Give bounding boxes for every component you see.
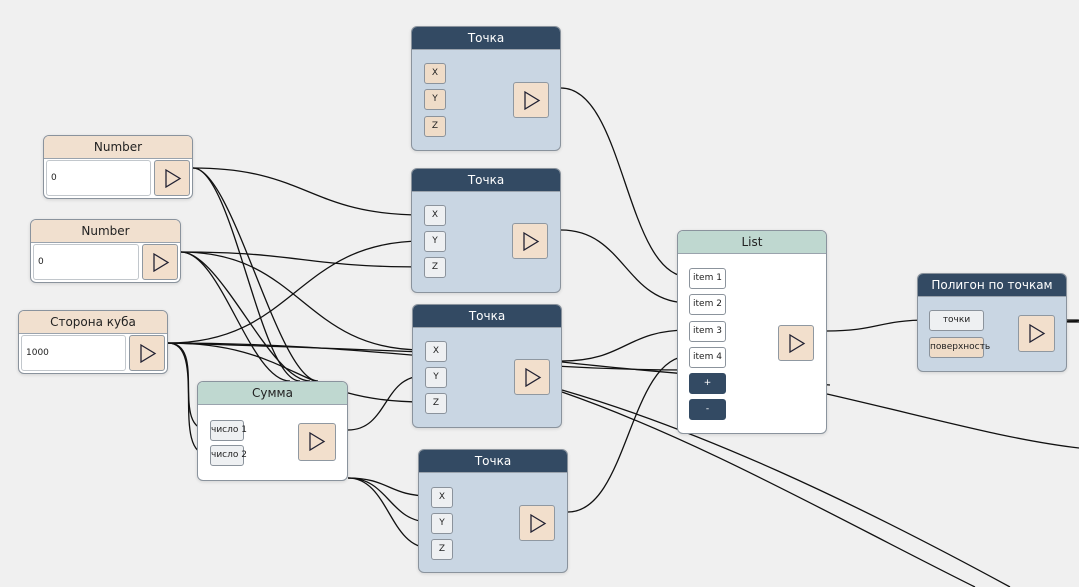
- node-title: Точка: [413, 305, 561, 328]
- list-item-3[interactable]: item 3: [689, 321, 726, 342]
- play-icon: [309, 432, 326, 451]
- point-input-y[interactable]: Y: [424, 89, 446, 110]
- point-input-y[interactable]: Y: [431, 513, 453, 534]
- point-node-1[interactable]: Точка X Y Z: [411, 26, 561, 151]
- wire-list-out-right: [826, 393, 1079, 449]
- wire-point2-to-list-item2: [560, 229, 690, 304]
- wire-number1-to-point2-x: [192, 167, 424, 216]
- node-title: Number: [31, 220, 180, 243]
- point-input-x[interactable]: X: [425, 341, 447, 362]
- list-node[interactable]: List item 1 item 2 item 3 item 4 + -: [677, 230, 827, 434]
- point-input-x[interactable]: X: [424, 205, 446, 226]
- run-button[interactable]: [513, 82, 549, 118]
- wire-list-to-polygon-points: [826, 319, 930, 332]
- point-input-z[interactable]: Z: [431, 539, 453, 560]
- point-input-z[interactable]: Z: [424, 116, 446, 137]
- point-node-2[interactable]: Точка X Y Z: [411, 168, 561, 293]
- run-button[interactable]: [512, 223, 548, 259]
- play-icon: [165, 169, 182, 188]
- run-button[interactable]: [519, 505, 555, 541]
- node-title: Точка: [419, 450, 567, 473]
- wire-number1-to-sum: [192, 167, 301, 382]
- wire-number1-to-sum-2: [192, 167, 319, 382]
- remove-item-button[interactable]: -: [689, 399, 726, 420]
- run-button[interactable]: [1018, 315, 1055, 352]
- list-item-2[interactable]: item 2: [689, 294, 726, 315]
- sum-node[interactable]: Сумма число 1 число 2: [197, 381, 348, 481]
- node-title: Сумма: [198, 382, 347, 405]
- node-title: Number: [44, 136, 192, 159]
- number-node-2[interactable]: Number 0: [30, 219, 181, 283]
- node-title: Сторона куба: [19, 311, 167, 334]
- run-button[interactable]: [298, 423, 336, 461]
- run-button[interactable]: [154, 160, 190, 196]
- wire-point1-to-list-item1: [560, 87, 690, 278]
- number-node-1[interactable]: Number 0: [43, 135, 193, 199]
- wire-number2-to-sum-2: [180, 251, 311, 382]
- wire-point3-to-list-item3: [561, 329, 690, 362]
- point-input-y[interactable]: Y: [424, 231, 446, 252]
- node-title: Точка: [412, 169, 560, 192]
- list-item-4[interactable]: item 4: [689, 347, 726, 368]
- point-input-y[interactable]: Y: [425, 367, 447, 388]
- wire-cube-to-point2-y: [167, 240, 424, 344]
- run-button[interactable]: [514, 359, 550, 395]
- polygon-node[interactable]: Полигон по точкам точки поверхность: [917, 273, 1067, 372]
- play-icon: [1029, 324, 1046, 343]
- node-title: Точка: [412, 27, 560, 50]
- point-input-z[interactable]: Z: [424, 257, 446, 278]
- add-item-button[interactable]: +: [689, 373, 726, 394]
- point-node-3[interactable]: Точка X Y Z: [412, 304, 562, 428]
- polygon-input-surface[interactable]: поверхность: [929, 337, 990, 358]
- sum-input-1[interactable]: число 1: [210, 420, 247, 441]
- point-input-x[interactable]: X: [431, 487, 453, 508]
- play-icon: [525, 368, 542, 387]
- wire-number2-to-sum: [180, 251, 291, 382]
- wire-point4-to-list-item4: [567, 355, 690, 513]
- point-input-z[interactable]: Z: [425, 393, 447, 414]
- run-button[interactable]: [778, 325, 814, 361]
- node-title: List: [678, 231, 826, 254]
- run-button[interactable]: [129, 335, 165, 371]
- play-icon: [530, 514, 547, 533]
- cube-side-value-field[interactable]: 1000: [21, 335, 126, 371]
- number-value-field[interactable]: 0: [33, 244, 139, 280]
- point-node-4[interactable]: Точка X Y Z: [418, 449, 568, 573]
- wire-polygon-out: [1065, 319, 1079, 323]
- play-icon: [153, 253, 170, 272]
- wire-number2-to-point2-z: [180, 251, 424, 268]
- play-icon: [789, 334, 806, 353]
- play-icon: [140, 344, 157, 363]
- node-title: Полигон по точкам: [918, 274, 1066, 297]
- play-icon: [524, 91, 541, 110]
- point-input-x[interactable]: X: [424, 63, 446, 84]
- play-icon: [523, 232, 540, 251]
- polygon-input-points[interactable]: точки: [929, 310, 984, 331]
- cube-side-node[interactable]: Сторона куба 1000: [18, 310, 168, 374]
- number-value-field[interactable]: 0: [46, 160, 151, 196]
- run-button[interactable]: [142, 244, 178, 280]
- list-item-1[interactable]: item 1: [689, 268, 726, 289]
- sum-input-2[interactable]: число 2: [210, 445, 247, 466]
- wire-number2-to-point3-x: [180, 251, 424, 351]
